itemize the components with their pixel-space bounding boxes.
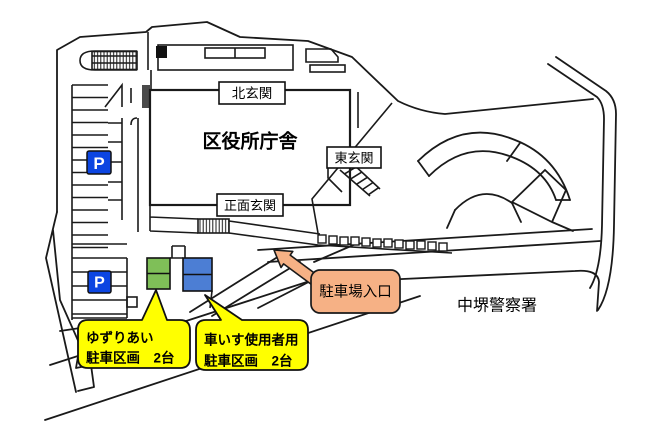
east-stairs-steps <box>344 166 380 196</box>
black-square-structure <box>156 46 167 58</box>
lawn-fan-inner-arc <box>428 150 557 201</box>
lawn-fan-radials <box>417 142 571 201</box>
bike-shed-hatch <box>91 50 138 71</box>
south-walkway-lines <box>149 205 453 254</box>
parking-lane-lines <box>104 82 139 232</box>
lawn-quad <box>510 168 574 232</box>
right-road-outer <box>555 56 617 311</box>
northeast-thin-building <box>309 64 346 73</box>
callout-courtesy-line2: 駐車区画 2台 <box>86 350 175 366</box>
site-boundary <box>56 21 594 213</box>
parking-entrance-box <box>310 269 401 314</box>
north-entrance-label: 北玄関 <box>232 85 273 101</box>
parking-south-bump <box>126 296 138 308</box>
parking-entrance-label: 駐車場入口 <box>319 284 392 301</box>
east-approach <box>327 168 343 193</box>
callout-wheelchair-bubble <box>195 294 309 371</box>
police-block-edge <box>337 269 600 312</box>
parking-sign-north: P <box>86 150 112 175</box>
east-entrance-box <box>326 146 382 169</box>
callout-wheelchair: 車いす使用者用 駐車区画 2台 <box>195 294 309 371</box>
right-road-inner <box>547 63 605 289</box>
parking-stalls-center <box>108 118 123 220</box>
south-road-upper <box>257 228 593 251</box>
callout-wheelchair-line1: 車いす使用者用 <box>204 332 299 348</box>
entrance-lane-lines <box>189 242 359 317</box>
bike-shed-rails <box>92 55 137 64</box>
callout-courtesy: ゆずりあい 駐車区画 2台 <box>77 289 191 369</box>
parking-sign-letter: P <box>94 275 105 292</box>
northeast-structure <box>305 48 339 63</box>
parking-sign-box <box>86 150 112 175</box>
main-entrance-label: 正面玄関 <box>224 198 276 213</box>
parking-sign-letter: P <box>93 154 104 173</box>
callout-courtesy-bubble <box>77 289 191 369</box>
lawn-fan-outer-arc <box>417 131 571 201</box>
stall-connector-lines <box>170 245 213 309</box>
east-road-edge <box>311 102 393 234</box>
police-station-label: 中堺警察署 <box>457 297 537 315</box>
main-entrance-box <box>216 193 284 217</box>
north-entrance-box <box>218 81 286 105</box>
main-building-label: 区役所庁舎 <box>202 130 298 153</box>
bike-shed-outline <box>79 50 137 71</box>
arcade-columns <box>317 234 448 252</box>
east-entrance-label: 東玄関 <box>334 151 373 166</box>
parking-sign-box <box>87 270 112 294</box>
callout-courtesy-line1: ゆずりあい <box>86 330 154 346</box>
west-wedge <box>45 211 95 393</box>
main-entrance-stairs-hatch <box>197 218 230 234</box>
lawn-fan-small-arc <box>454 193 513 211</box>
gray-structure <box>142 85 152 108</box>
parking-sign-south: P <box>87 270 112 294</box>
lawn-fan-small-radials <box>446 202 522 229</box>
callout-wheelchair-line2: 駐車区画 2台 <box>204 353 293 369</box>
